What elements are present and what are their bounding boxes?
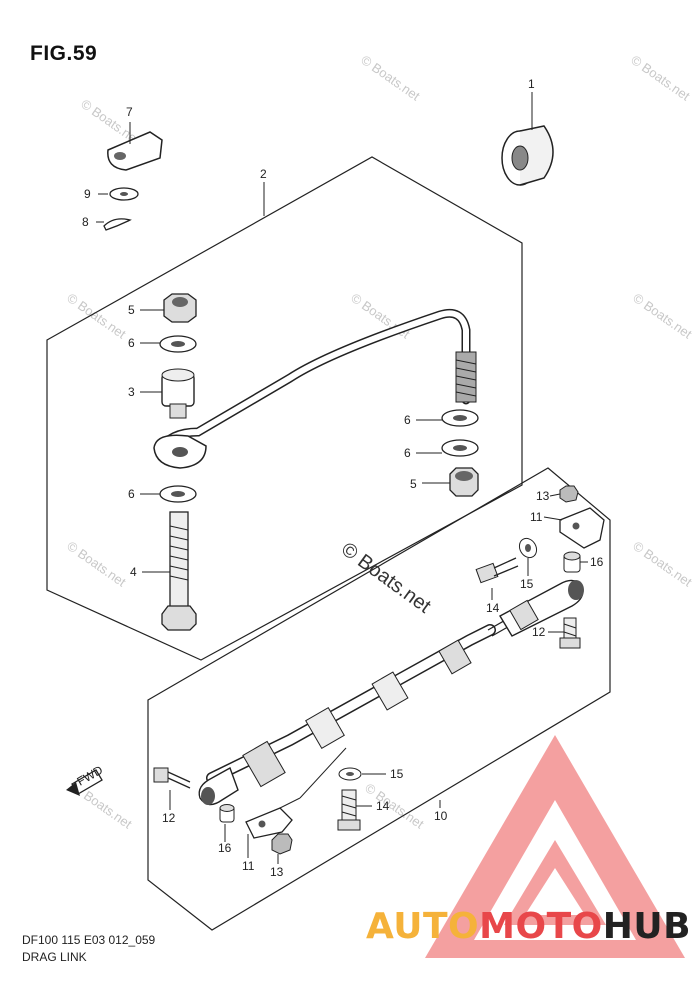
grommet-part — [501, 125, 554, 186]
callout-6-a: 6 — [128, 336, 135, 350]
brand-logo-triangle — [425, 735, 685, 958]
callout-14-upper: 14 — [486, 601, 500, 615]
bolt-part — [475, 557, 519, 584]
callout-9: 9 — [84, 187, 91, 201]
lower-assembly-frame — [147, 467, 611, 931]
callout-16-upper: 16 — [590, 555, 604, 569]
callout-16-lower: 16 — [218, 841, 232, 855]
watermark: © Boats.net — [64, 290, 129, 342]
callout-6-c: 6 — [404, 413, 411, 427]
watermark: © Boats.net — [630, 538, 695, 590]
callout-3: 3 — [128, 385, 135, 399]
callout-12-upper: 12 — [532, 625, 546, 639]
leader-lines — [96, 92, 588, 864]
washer-part — [441, 409, 479, 427]
bracket-part — [245, 807, 293, 839]
bushing-part — [161, 368, 195, 419]
brand-part-moto: MOTO — [479, 906, 603, 947]
callout-12-lower: 12 — [162, 811, 176, 825]
bolt-part — [559, 617, 581, 649]
callout-15-lower: 15 — [390, 767, 404, 781]
nut-part — [163, 293, 197, 323]
bolt-part — [337, 789, 361, 831]
brand-wordmark: AUTOMOTOHUB — [366, 906, 691, 947]
watermark: © Boats.net — [630, 290, 695, 342]
washer-part — [518, 537, 538, 559]
callout-14-lower: 14 — [376, 799, 390, 813]
figure-title: FIG.59 — [30, 42, 98, 65]
callout-8: 8 — [82, 215, 89, 229]
lever-cap-part — [107, 131, 163, 171]
callout-5-upper: 5 — [128, 303, 135, 317]
callout-11-lower: 11 — [242, 859, 255, 873]
callout-11-upper: 11 — [530, 510, 543, 524]
callout-5-lower: 5 — [410, 477, 417, 491]
callout-13-upper: 13 — [536, 489, 550, 503]
cable-end-right — [499, 579, 584, 637]
callout-6-d: 6 — [404, 446, 411, 460]
bracket-part — [559, 507, 605, 549]
callout-7: 7 — [126, 105, 133, 119]
callout-2: 2 — [260, 167, 267, 181]
upper-drag-rod — [153, 308, 477, 469]
upper-assembly-frame — [46, 156, 523, 661]
washer-part — [441, 439, 479, 457]
cotter-pin-part — [103, 218, 132, 231]
lower-drag-cable — [198, 613, 521, 806]
brand-part-auto: AUTO — [366, 906, 480, 947]
nut-part — [559, 485, 579, 503]
figure-caption: DF100 115 E03 012_059 DRAG LINK — [22, 932, 155, 966]
watermark: © Boats.net — [358, 52, 423, 104]
bolt-part — [161, 511, 197, 631]
nut-part — [271, 833, 293, 855]
callout-6-b: 6 — [128, 487, 135, 501]
drawing-code: DF100 115 E03 012_059 — [22, 933, 156, 947]
callout-1: 1 — [528, 77, 535, 91]
callout-4: 4 — [130, 565, 137, 579]
watermark: © Boats.net — [628, 52, 693, 104]
washer-part — [109, 187, 139, 201]
washer-part — [159, 485, 197, 503]
nut-part — [449, 467, 479, 497]
washer-part — [338, 767, 362, 781]
washer-part — [159, 335, 197, 353]
callout-labels: 1 2 3 4 5 5 6 6 6 6 7 8 9 10 11 11 12 12… — [82, 77, 604, 879]
callout-15-upper: 15 — [520, 577, 534, 591]
bolt-part — [153, 767, 191, 789]
watermark: © Boats.net — [64, 538, 129, 590]
brand-part-hub: HUB — [602, 906, 692, 947]
figure-name: DRAG LINK — [22, 950, 87, 964]
callout-10: 10 — [434, 809, 448, 823]
spacer-part — [219, 804, 235, 823]
spacer-part — [563, 551, 581, 573]
callout-13-lower: 13 — [270, 865, 284, 879]
